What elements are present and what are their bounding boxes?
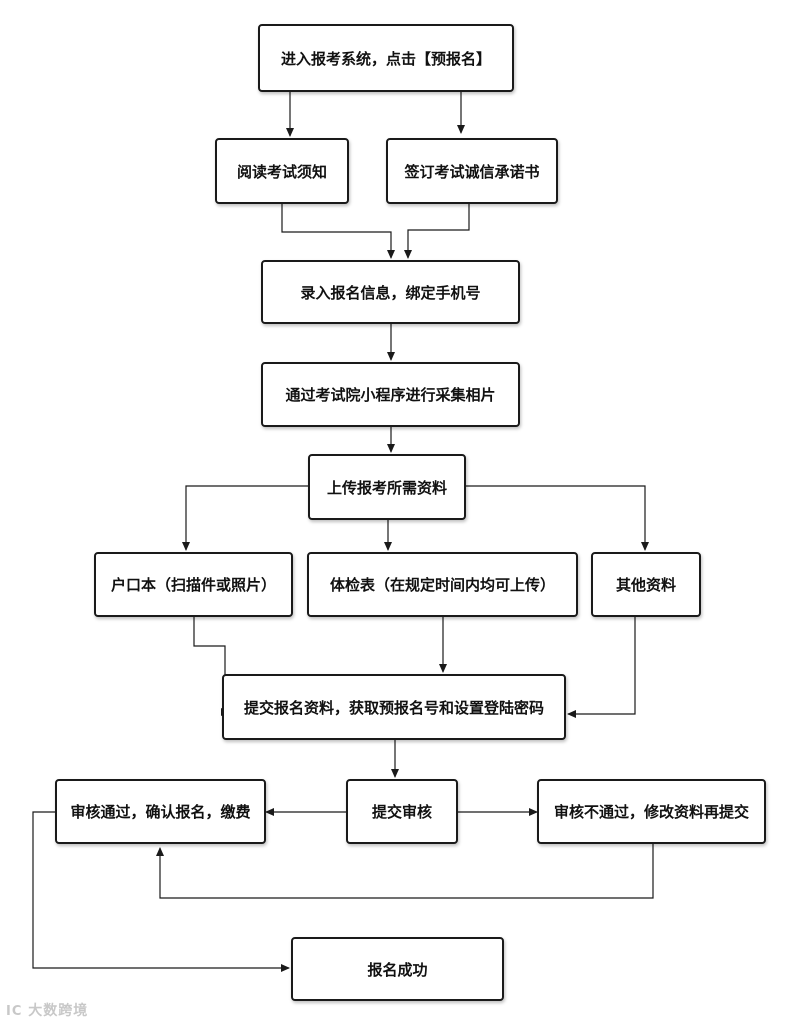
arrow-sign-to-info: [404, 204, 470, 259]
arrow-pass-to-success: [32, 811, 290, 972]
watermark-logo-icon: IC: [6, 1004, 23, 1019]
node-submit-review: 提交审核: [346, 779, 458, 844]
node-success: 报名成功: [291, 937, 504, 1001]
watermark: IC 大数跨境: [6, 1000, 88, 1020]
arrow-upload-to-other: [466, 485, 649, 551]
arrow-other-to-submit: [567, 617, 636, 718]
node-read-notice: 阅读考试须知: [215, 138, 349, 204]
node-enter-info: 录入报名信息，绑定手机号: [261, 260, 520, 324]
node-enter-system: 进入报考系统，点击【预报名】: [258, 24, 514, 92]
node-hukou: 户口本（扫描件或照片）: [94, 552, 293, 617]
node-collect-photo: 通过考试院小程序进行采集相片: [261, 362, 520, 427]
node-upload-docs: 上传报考所需资料: [308, 454, 466, 520]
watermark-text: 大数跨境: [28, 1003, 89, 1019]
node-review-fail: 审核不通过，修改资料再提交: [537, 779, 766, 844]
node-other-docs: 其他资料: [591, 552, 701, 617]
node-review-pass: 审核通过，确认报名，缴费: [55, 779, 266, 844]
arrow-upload-to-hukou: [182, 485, 308, 551]
arrow-read-to-info: [281, 204, 395, 259]
arrow-fail-to-pass: [156, 844, 654, 899]
node-sign-pledge: 签订考试诚信承诺书: [386, 138, 558, 204]
node-submit-info: 提交报名资料，获取预报名号和设置登陆密码: [222, 674, 566, 740]
node-physical-exam: 体检表（在规定时间内均可上传）: [307, 552, 578, 617]
